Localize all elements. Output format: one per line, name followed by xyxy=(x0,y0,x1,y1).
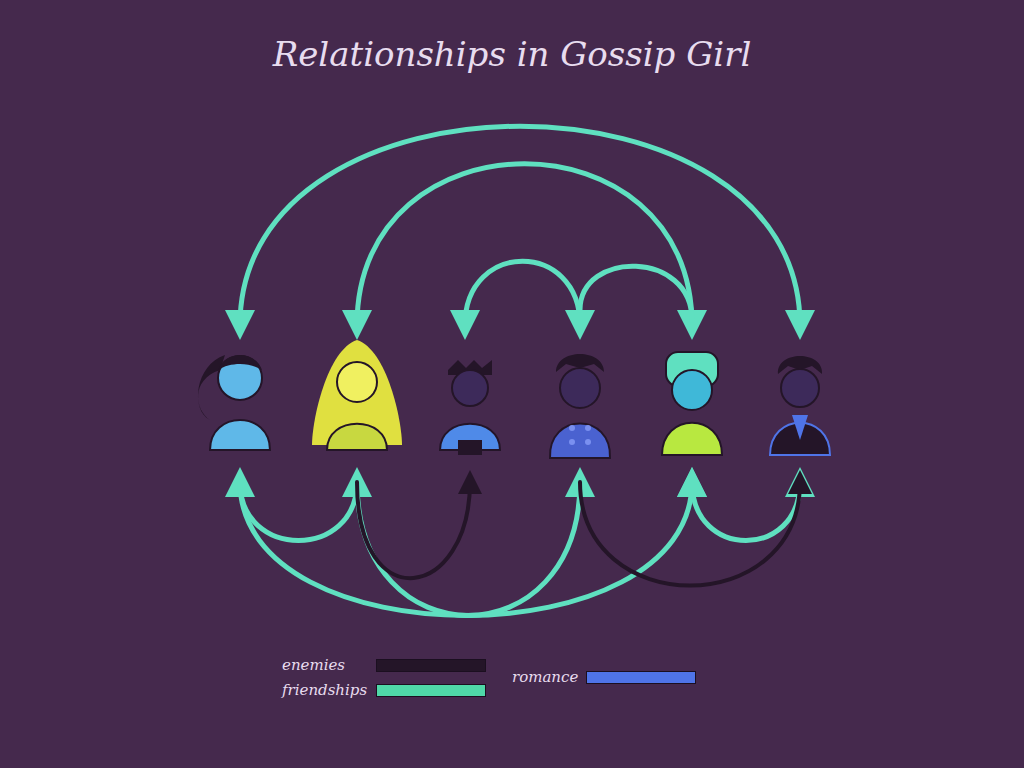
character-figure xyxy=(770,356,830,455)
legend-entry: romance xyxy=(512,668,696,686)
bottom-arc xyxy=(357,482,580,616)
bottom-arc xyxy=(240,482,357,541)
character-figure xyxy=(662,352,722,455)
character-figure xyxy=(440,360,500,455)
character-figure xyxy=(312,340,402,450)
bottom-arc xyxy=(692,482,800,541)
legend-entry: friendships xyxy=(282,681,486,699)
enemy-arcs xyxy=(357,482,800,586)
legend-entry: enemies xyxy=(282,656,486,674)
enemy-arc xyxy=(357,482,470,578)
top-arc xyxy=(357,164,692,325)
character-figures xyxy=(198,340,830,458)
legend-swatch xyxy=(376,659,486,672)
top-arc xyxy=(240,126,800,325)
diagram-title: Relationships in Gossip Girl xyxy=(0,34,1024,74)
relationship-arcs xyxy=(240,126,800,615)
enemy-arc xyxy=(580,482,800,586)
character-figure xyxy=(198,355,270,450)
legend-label: enemies xyxy=(282,656,368,674)
bottom-arc xyxy=(240,482,692,616)
top-arc xyxy=(465,261,580,325)
legend-swatch xyxy=(586,671,696,684)
top-arc xyxy=(580,266,692,320)
legend-label: romance xyxy=(512,668,578,686)
legend-label: friendships xyxy=(282,681,368,699)
legend-swatch xyxy=(376,684,486,697)
character-figure xyxy=(550,354,610,458)
